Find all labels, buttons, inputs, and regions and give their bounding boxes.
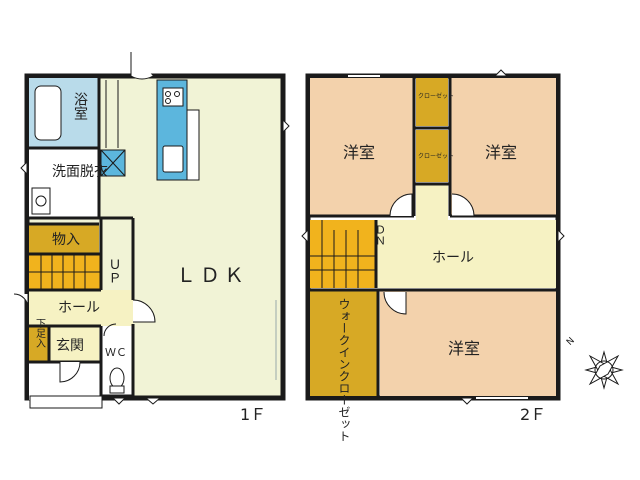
walk-in-closet-label: ウォークインクローゼット: [337, 298, 351, 442]
kitchen-bar: [186, 109, 200, 181]
toilet-tank-icon: [109, 385, 125, 394]
window-marker: [144, 397, 162, 405]
basin-bowl-icon: [35, 195, 47, 207]
door-swing-ne-room: [451, 193, 475, 217]
western-ne-floor: [450, 78, 556, 216]
storage-floor: [29, 224, 99, 254]
washroom-label: 洗面脱衣: [52, 164, 108, 180]
hall-2f-neck: [416, 184, 448, 220]
window-marker: [459, 397, 475, 405]
floor-2-label: 2Ｆ: [520, 405, 546, 424]
western-ne-label: 洋室: [485, 143, 517, 162]
entrance-floor: [49, 326, 99, 362]
stairs-1f-treads: [29, 254, 101, 290]
window-marker: [282, 118, 290, 134]
door-swing-wc: [103, 323, 117, 337]
burner-icon: [165, 98, 171, 104]
wc-label: ＷＣ: [105, 346, 127, 359]
floor-1-label: 1Ｆ: [240, 405, 266, 424]
ldk-label: ＬＤＫ: [176, 263, 248, 287]
shoe-box-floor: [29, 326, 49, 362]
door-swing-north: [130, 52, 154, 80]
western-s-floor: [380, 290, 556, 396]
door-swing-side: [13, 293, 29, 309]
interior-walls-2f: [310, 78, 556, 396]
bath-label: 浴室: [72, 92, 88, 120]
window-marker: [111, 397, 127, 405]
toilet-icon: [109, 367, 125, 389]
stairs-down-label: ＤＮ: [374, 224, 387, 246]
compass-north-label: N: [565, 336, 577, 348]
door-swing-nw-room: [389, 193, 413, 217]
closet-lower-label: クローゼット: [418, 152, 454, 160]
window-marker: [493, 69, 509, 77]
floor-1-plan: 浴室 洗面脱衣 物入 ＵＰ ホール 下足入 玄関 ＷＣ ＬＤＫ 1Ｆ: [13, 52, 290, 424]
hall-1f-label: ホール: [58, 300, 100, 316]
window-marker: [301, 228, 309, 244]
bathtub-icon: [34, 85, 62, 141]
storage-label: 物入: [52, 232, 80, 248]
sink-icon: [162, 145, 184, 173]
shoe-box-label: 下足入: [34, 318, 46, 348]
closet-upper-floor: [416, 78, 448, 126]
window-marker: [557, 228, 565, 244]
western-nw-label: 洋室: [343, 143, 375, 162]
compass-needle: [588, 354, 620, 386]
western-s-label: 洋室: [448, 339, 480, 358]
hall-2f-label: ホール: [432, 250, 474, 266]
door-swing-hall: [132, 299, 156, 323]
stairs-2f: [310, 220, 376, 288]
closet-upper-label: クローゼット: [418, 92, 454, 100]
washbasin-icon: [31, 187, 51, 215]
compass-rose: N: [565, 336, 624, 390]
closet-lower-floor: [416, 130, 448, 182]
stairs-2f-treads: [310, 220, 376, 288]
western-nw-floor: [310, 78, 414, 216]
stove-icon: [162, 87, 184, 107]
door-swing-s-room: [383, 291, 407, 315]
porch-step: [29, 395, 103, 409]
entrance-label: 玄関: [56, 337, 84, 354]
fridge-cross: [100, 149, 126, 177]
burner-icon: [165, 91, 171, 97]
stairs-up-label: ＵＰ: [106, 258, 121, 284]
door-swing-entrance: [59, 361, 81, 383]
window-marker: [20, 160, 28, 176]
walk-in-closet-floor: [310, 290, 378, 396]
compass-ring: [594, 360, 614, 380]
hall-1f-floor: [29, 290, 133, 326]
burner-icon: [174, 91, 180, 97]
floor-2-plan: 洋室 洋室 洋室 ホール ＤＮ ウォークインクローゼット クローゼット クローゼ…: [301, 69, 565, 442]
